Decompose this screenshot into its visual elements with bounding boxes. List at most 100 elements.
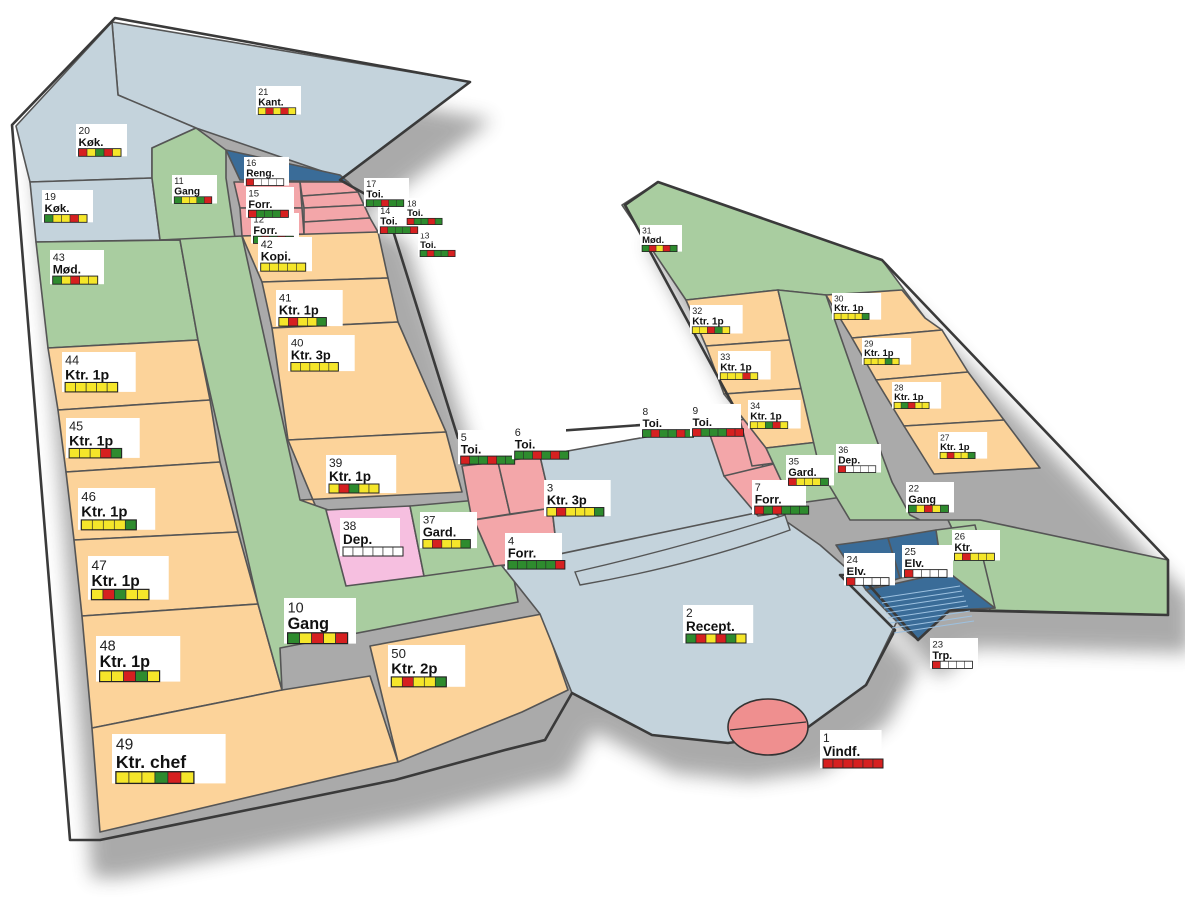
room-49-kontor-chef[interactable] (91, 675, 399, 833)
status-cell (427, 218, 436, 225)
status-cell (290, 362, 301, 372)
status-cell (114, 589, 127, 601)
status-cell (52, 275, 62, 285)
status-cell (676, 429, 686, 438)
status-cell (742, 372, 751, 380)
room-10-gang[interactable] (159, 235, 519, 691)
room-number: 22 (908, 484, 919, 495)
status-cell (460, 539, 471, 549)
status-cell (685, 633, 697, 644)
room-name: Forr. (248, 199, 272, 211)
room-name: Toi. (693, 417, 713, 429)
status-cell (877, 358, 886, 365)
stair-step (883, 595, 965, 609)
status-strip (846, 577, 890, 586)
status-cell (872, 758, 884, 769)
status-cell (426, 250, 435, 257)
status-cell (78, 214, 88, 223)
status-strip (685, 633, 747, 644)
status-strip (290, 362, 339, 372)
status-strip (641, 244, 678, 252)
room-name: Toi. (380, 217, 397, 228)
status-cell (725, 633, 737, 644)
status-strip (406, 217, 443, 225)
revolving-door-line (729, 721, 807, 731)
status-cell (932, 504, 941, 513)
status-cell (137, 589, 150, 601)
status-cell (307, 317, 318, 327)
room-name: Toi. (366, 190, 383, 201)
room-number: 39 (329, 456, 343, 470)
room-number: 3 (547, 482, 553, 494)
status-cell (433, 250, 442, 257)
status-strip (514, 450, 570, 460)
room-name: Toi. (515, 437, 536, 451)
status-strip (904, 569, 948, 578)
status-cell (916, 504, 925, 513)
status-strip (390, 676, 447, 688)
status-cell (863, 577, 873, 586)
status-cell (273, 107, 281, 115)
status-strip (44, 214, 88, 223)
room-number: 10 (288, 600, 304, 616)
status-cell (392, 546, 404, 557)
status-strip (64, 381, 119, 393)
status-cell (900, 402, 909, 409)
status-cell (272, 209, 281, 218)
revolving-door (727, 698, 809, 756)
status-cell (852, 758, 864, 769)
status-cell (256, 209, 265, 218)
room-number: 16 (246, 158, 256, 168)
status-cell (410, 226, 418, 234)
status-cell (575, 507, 586, 517)
